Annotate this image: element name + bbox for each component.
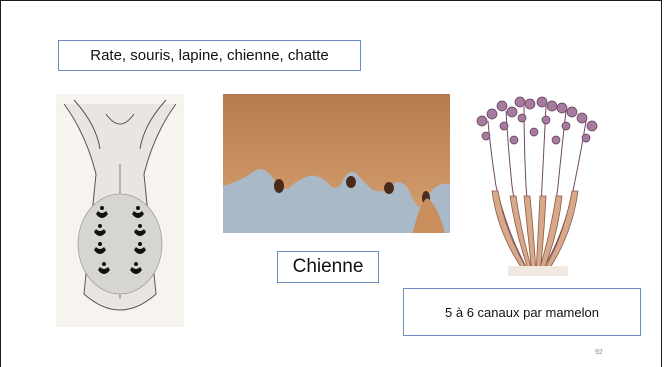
ducts-per-teat-note: 5 à 6 canaux par mamelon (403, 288, 641, 336)
species-list-label: Rate, souris, lapine, chienne, chatte (58, 40, 361, 71)
lactiferous-ducts-illustration (468, 96, 603, 276)
dog-caption: Chienne (277, 251, 379, 283)
dog-teats-photo (223, 94, 450, 233)
ventral-body-diagram (56, 94, 184, 327)
page-number: 92 (595, 349, 603, 356)
